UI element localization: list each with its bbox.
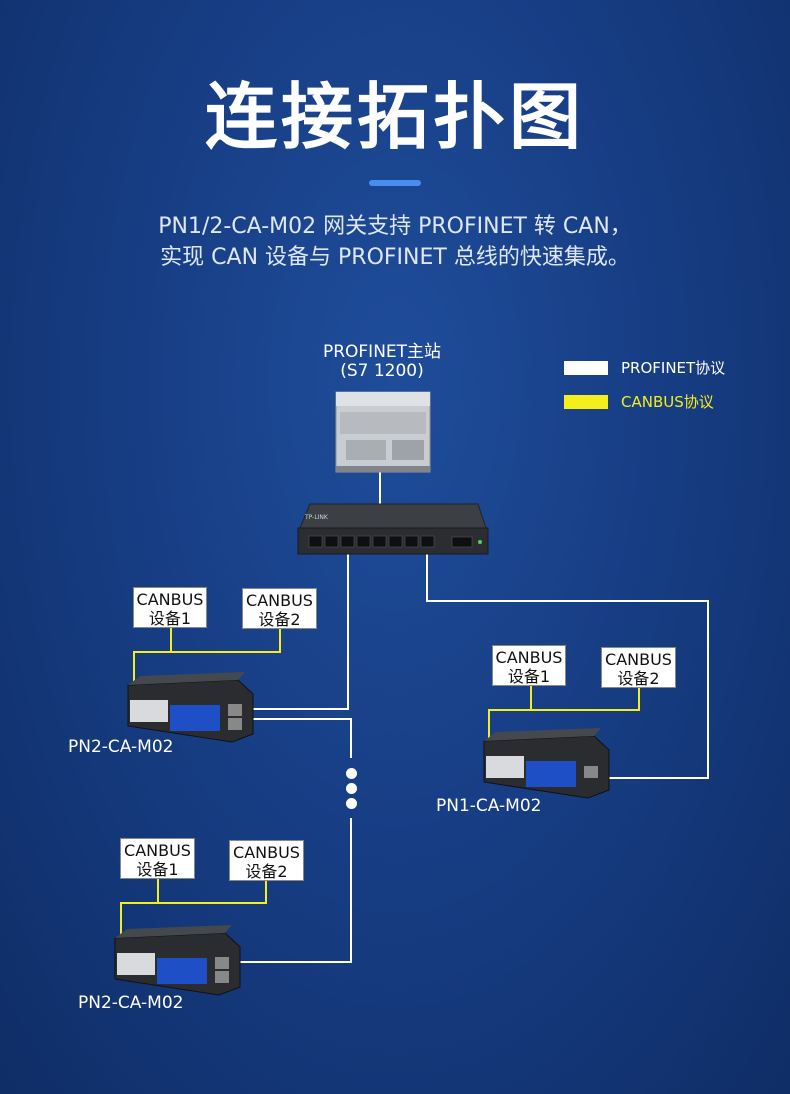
gateway-label-pn2-top: PN2-CA-M02: [68, 737, 174, 757]
chain-dot: [346, 768, 357, 779]
device-name: 设备2: [245, 862, 288, 881]
gateway-pn2-top-icon: [127, 672, 254, 743]
gateway-pn2-bottom-icon: [114, 925, 241, 996]
device-line: CANBUS: [124, 841, 191, 860]
link-chain-pn2-bottom: [232, 818, 352, 963]
can-link-pn1: [488, 686, 532, 745]
legend-label-canbus: CANBUS协议: [621, 393, 714, 411]
device-name: 设备2: [258, 610, 301, 629]
switch-brand: TP-LINK: [304, 514, 329, 521]
device-line: CANBUS: [495, 648, 563, 667]
device-name: 设备1: [136, 860, 179, 879]
canbus-device-2-bottom: CANBUS 设备2: [229, 840, 304, 881]
subtitle-line-1: PN1/2-CA-M02 网关支持 PROFINET 转 CAN，: [158, 214, 632, 239]
can-link-pn2-top-dev2: [171, 629, 281, 653]
canbus-device-1-top: CANBUS 设备1: [133, 587, 207, 628]
device-line: CANBUS: [233, 843, 300, 862]
device-name: 设备2: [617, 669, 660, 688]
device-name: 设备1: [507, 667, 551, 686]
canbus-device-1-bottom: CANBUS 设备1: [120, 838, 195, 879]
canbus-device-1-right: CANBUS 设备1: [492, 645, 566, 686]
master-label-1: PROFINET主站: [322, 342, 442, 362]
subtitle-line-2: 实现 CAN 设备与 PROFINET 总线的快速集成。: [160, 245, 630, 270]
legend-swatch-profinet: [564, 361, 608, 375]
switch-icon: TP-LINK: [297, 503, 489, 555]
can-link-pn2-bottom: [120, 879, 159, 940]
legend-label-profinet: PROFINET协议: [621, 359, 726, 377]
gateway-label-pn1: PN1-CA-M02: [436, 796, 542, 816]
device-line: CANBUS: [246, 591, 313, 610]
gateway-pn1-icon: [483, 728, 610, 799]
can-link-pn2-bottom-dev2: [158, 881, 267, 904]
chain-dot: [346, 783, 357, 794]
master-label-2: (S7 1200): [340, 361, 424, 381]
device-line: CANBUS: [136, 590, 204, 609]
canbus-device-2-right: CANBUS 设备2: [601, 647, 676, 688]
chain-dot: [346, 798, 357, 809]
title-underline: [369, 180, 421, 186]
canbus-device-2-top: CANBUS 设备2: [242, 588, 317, 629]
plc-s7-1200-icon: [335, 391, 431, 473]
gateway-label-pn2-bottom: PN2-CA-M02: [78, 993, 184, 1013]
page-title: 连接拓扑图: [204, 75, 585, 159]
can-link-pn2-top: [133, 628, 172, 688]
device-name: 设备1: [148, 609, 192, 628]
can-link-pn1-dev2: [531, 688, 640, 711]
link-pn2-top-chain: [245, 718, 352, 758]
device-line: CANBUS: [605, 650, 672, 669]
link-switch-pn2-top: [245, 548, 349, 710]
link-switch-pn1: [426, 548, 709, 779]
legend-swatch-canbus: [564, 395, 608, 409]
